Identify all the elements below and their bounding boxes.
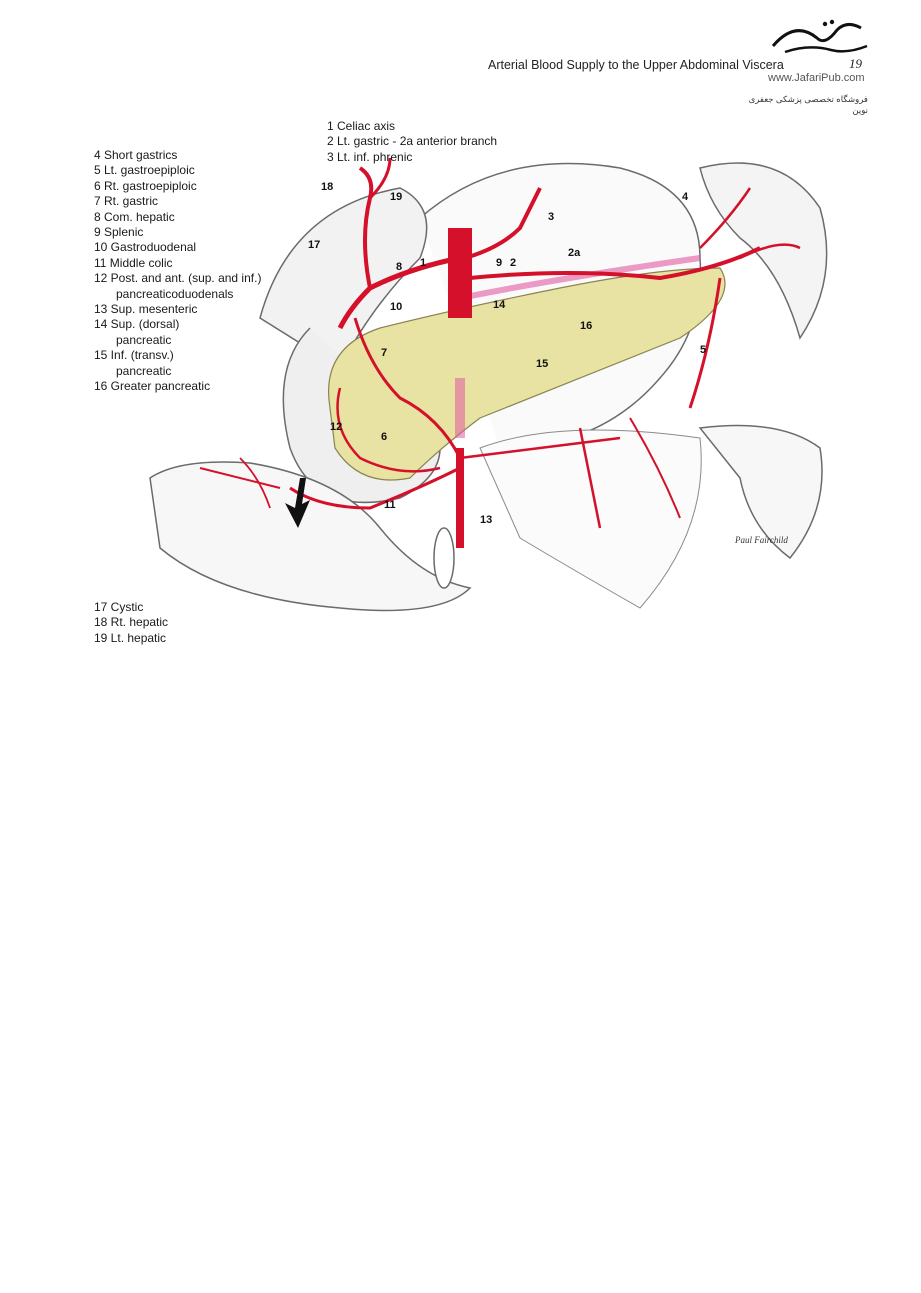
mesentery (479, 429, 702, 609)
legend-item-text: 7 Rt. gastric (94, 194, 159, 209)
label-5: 5 (700, 344, 706, 356)
label-2: 2 (510, 257, 516, 269)
legend-item: 10 Gastroduodenal (94, 240, 261, 255)
label-13: 13 (480, 514, 492, 526)
legend-item: 4 Short gastrics (94, 148, 261, 163)
legend-item-text: 13 Sup. mesenteric (94, 302, 198, 317)
legend-item-text: 12 Post. and ant. (sup. and inf.) (94, 271, 262, 286)
liver-outline (259, 187, 428, 370)
publisher-logo (765, 16, 875, 60)
label-3: 3 (548, 211, 554, 223)
legend-item: 3 Lt. inf. phrenic (327, 149, 413, 164)
legend-item: 15 Inf. (transv.)pancreatic (94, 348, 261, 379)
label-16: 16 (580, 320, 592, 332)
legend-item-text: 10 Gastroduodenal (94, 240, 197, 255)
anatomy-illustration: 1 2 2a 3 4 5 6 7 8 9 10 11 12 13 14 15 1… (140, 148, 840, 620)
legend-item: 19 Lt. hepatic (94, 630, 167, 645)
label-6: 6 (381, 431, 387, 443)
legend-item-text: 6 Rt. gastroepiploic (94, 178, 197, 193)
label-4: 4 (682, 191, 689, 203)
label-1: 1 (420, 257, 426, 269)
artist-signature: Paul Fairchild (734, 535, 788, 545)
label-17: 17 (308, 239, 320, 251)
legend-item: 11 Middle colic (94, 256, 261, 271)
page-title: Arterial Blood Supply to the Upper Abdom… (488, 58, 784, 72)
legend-item-continuation: pancreatic (116, 363, 172, 378)
legend-item-text: 4 Short gastrics (94, 148, 178, 162)
legend-item-continuation: pancreatic (116, 332, 172, 347)
legend-item: 1 Celiac axis (327, 119, 396, 133)
legend-item: 5 Lt. gastroepiploic (94, 163, 261, 178)
legend-item: 13 Sup. mesenteric (94, 302, 261, 317)
label-8: 8 (396, 261, 402, 273)
colon-right (698, 424, 823, 560)
legend-item-text: 14 Sup. (dorsal) (94, 317, 180, 332)
transverse-colon (149, 461, 472, 612)
label-12: 12 (330, 421, 342, 433)
sma-cut-end (433, 527, 455, 589)
label-18: 18 (321, 181, 333, 193)
legend-item-text: 15 Inf. (transv.) (94, 348, 174, 363)
label-14: 14 (493, 299, 506, 311)
legend-item: 12 Post. and ant. (sup. and inf.)pancrea… (94, 271, 261, 302)
legend-item-text: 5 Lt. gastroepiploic (94, 163, 195, 178)
label-7: 7 (381, 347, 387, 359)
legend-item-text: 9 Splenic (94, 225, 144, 240)
legend-item-text: 16 Greater pancreatic (94, 379, 211, 394)
legend-item: 7 Rt. gastric (94, 194, 261, 209)
legend-item: 18 Rt. hepatic (94, 615, 169, 630)
label-15: 15 (536, 358, 548, 370)
legend-item-text: 11 Middle colic (94, 255, 173, 270)
direction-arrow (285, 478, 310, 528)
label-9: 9 (496, 257, 502, 269)
label-19: 19 (390, 191, 402, 203)
legend-item: 16 Greater pancreatic (94, 379, 261, 394)
publisher-url: www.JafariPub.com (768, 72, 865, 84)
legend-item-continuation: pancreaticoduodenals (116, 286, 234, 301)
legend-item: 9 Splenic (94, 225, 261, 240)
legend-item: 8 Com. hepatic (94, 210, 261, 225)
label-2a: 2a (568, 247, 581, 259)
legend-item: 2 Lt. gastric - 2a anterior branch (327, 134, 498, 149)
publisher-name: فروشگاه تخصصی پزشکی جعفری نوین (748, 94, 868, 115)
legend-item-text: 8 Com. hepatic (94, 209, 175, 224)
splenic-vein (459, 255, 701, 301)
spleen-outline (699, 162, 828, 340)
pancreas (328, 267, 726, 481)
legend-item: 17 Cystic (94, 600, 144, 614)
page-number: 19 (849, 56, 862, 71)
label-10: 10 (390, 301, 402, 313)
legend-item: 14 Sup. (dorsal)pancreatic (94, 317, 261, 348)
label-11: 11 (384, 499, 396, 511)
legend-item: 6 Rt. gastroepiploic (94, 179, 261, 194)
